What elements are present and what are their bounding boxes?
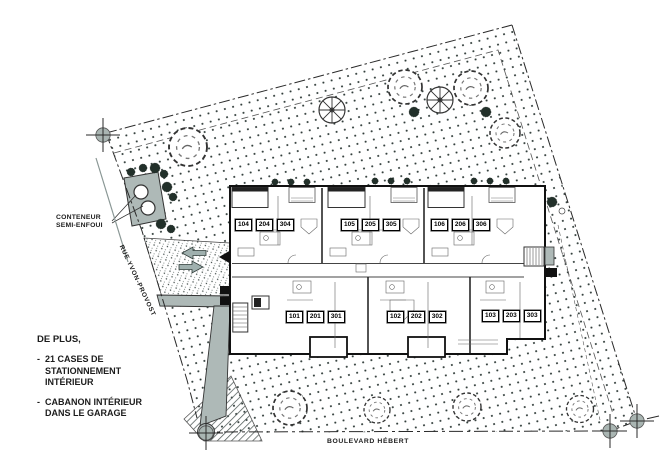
unit-plate: 305: [382, 219, 400, 231]
unit-plate: 202: [407, 311, 425, 323]
unit-plate-group-106: 106 206 306: [431, 219, 490, 231]
street-label-boulevard-hebert: BOULEVARD HÉBERT: [327, 438, 409, 445]
unit-plate: 304: [276, 219, 294, 231]
driveway-direction-arrows: [178, 246, 207, 274]
property-lines: [105, 24, 660, 433]
building-footprint: [229, 185, 546, 358]
unit-plate: 103: [482, 310, 499, 322]
note-bullet: -: [37, 396, 40, 407]
small-tree-outline: [558, 207, 566, 215]
conteneur-label: CONTENEUR SEMI-ENFOUI: [56, 214, 103, 229]
unit-plate: 203: [502, 310, 520, 322]
setback-lines: [113, 49, 614, 421]
unit-plate-group-105: 105 205 305: [341, 219, 400, 231]
unit-plate-group-103: 103 203 303: [482, 310, 541, 322]
unit-plate: 206: [451, 219, 469, 231]
unit-plate: 301: [327, 311, 345, 323]
sidewalk: [156, 294, 231, 308]
unit-plate-group-102: 102 202 302: [387, 311, 446, 323]
note-item-cabanon: - CABANON INTÉRIEUR DANS LE GARAGE: [37, 397, 177, 420]
note-bullet: -: [37, 354, 40, 364]
unit-plate: 306: [472, 219, 490, 231]
unit-plate: 205: [361, 219, 379, 231]
unit-plate: 102: [387, 311, 404, 323]
unit-plate: 204: [255, 219, 273, 231]
unit-plate: 303: [523, 310, 541, 322]
garage-gate-symbols: [219, 250, 231, 305]
note-item-parking: - 21 CASES DE STATIONNEMENT INTÉRIEUR: [37, 354, 177, 389]
street-curb-line: [95, 157, 129, 263]
conteneur-pad: [111, 171, 167, 227]
unit-plate: 105: [341, 219, 358, 231]
note-text: 21 CASES DE STATIONNEMENT INTÉRIEUR: [45, 354, 122, 387]
unit-plate: 302: [428, 311, 446, 323]
stair-landing-right: [544, 246, 557, 277]
note-text: CABANON INTÉRIEUR DANS LE GARAGE: [45, 396, 143, 419]
unit-plate: 104: [235, 219, 252, 231]
unit-plate: 106: [431, 219, 448, 231]
unit-plate-group-101: 101 201 301: [286, 311, 345, 323]
notes-block: DE PLUS, - 21 CASES DE STATIONNEMENT INT…: [37, 334, 177, 428]
shrubs: [126, 106, 558, 234]
unit-plate: 101: [286, 311, 303, 323]
unit-plate: 201: [306, 311, 324, 323]
unit-plate-group-104: 104 204 304: [235, 219, 294, 231]
notes-heading: DE PLUS,: [37, 334, 81, 345]
